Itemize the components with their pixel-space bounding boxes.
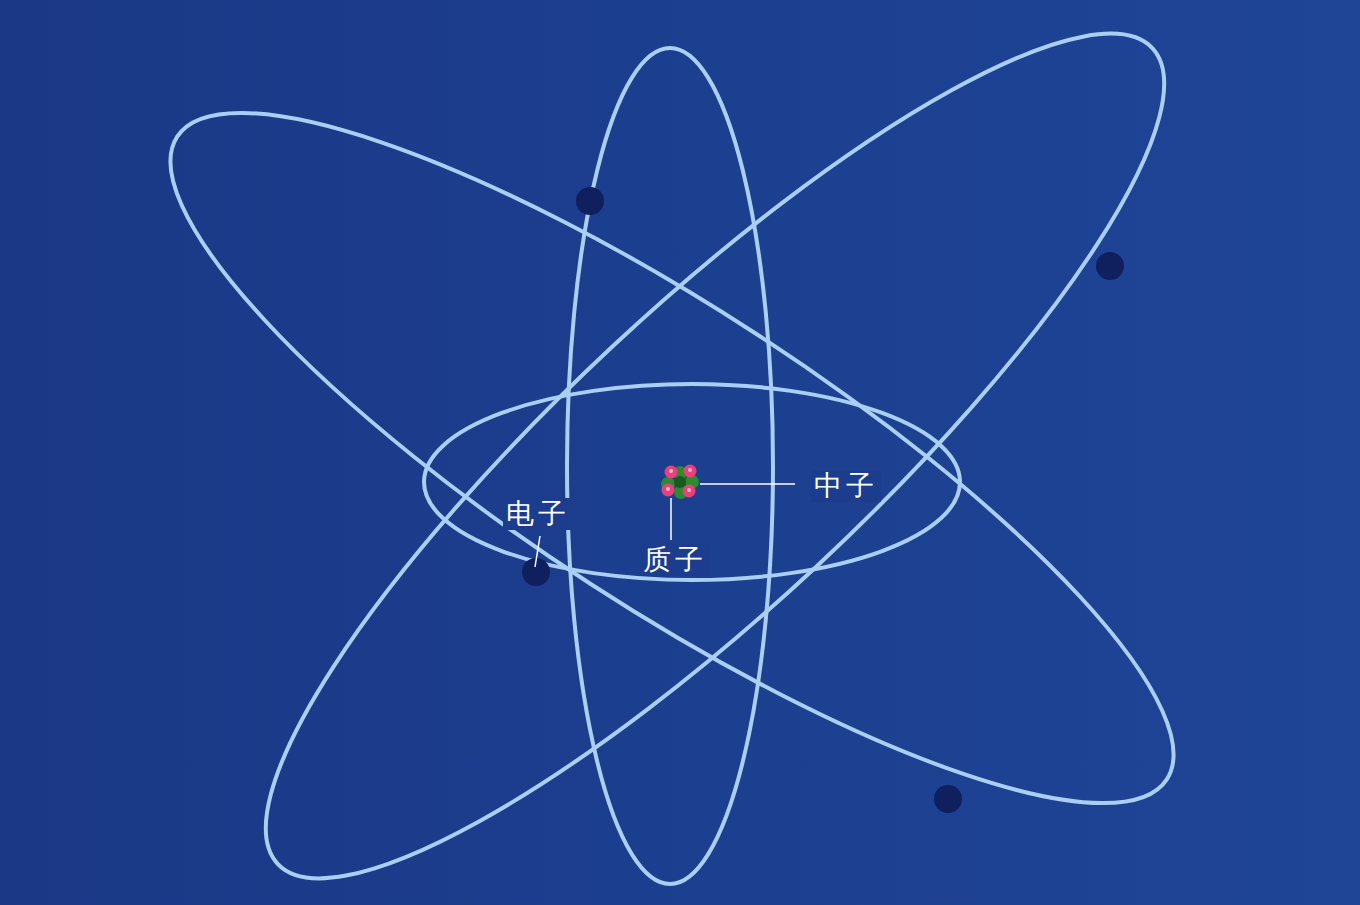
orbit bbox=[424, 384, 960, 580]
nucleus bbox=[661, 465, 699, 500]
electron bbox=[576, 187, 604, 215]
orbit bbox=[95, 11, 1248, 905]
leader-line bbox=[700, 483, 795, 485]
leader-line bbox=[535, 536, 540, 567]
part-label: 中子 bbox=[811, 470, 881, 502]
orbit bbox=[175, 0, 1254, 905]
electron bbox=[1096, 252, 1124, 280]
leader-line bbox=[670, 498, 672, 540]
orbit bbox=[567, 48, 773, 884]
part-label: 电子 bbox=[503, 498, 573, 530]
electron bbox=[934, 785, 962, 813]
part-label: 质子 bbox=[640, 544, 710, 576]
